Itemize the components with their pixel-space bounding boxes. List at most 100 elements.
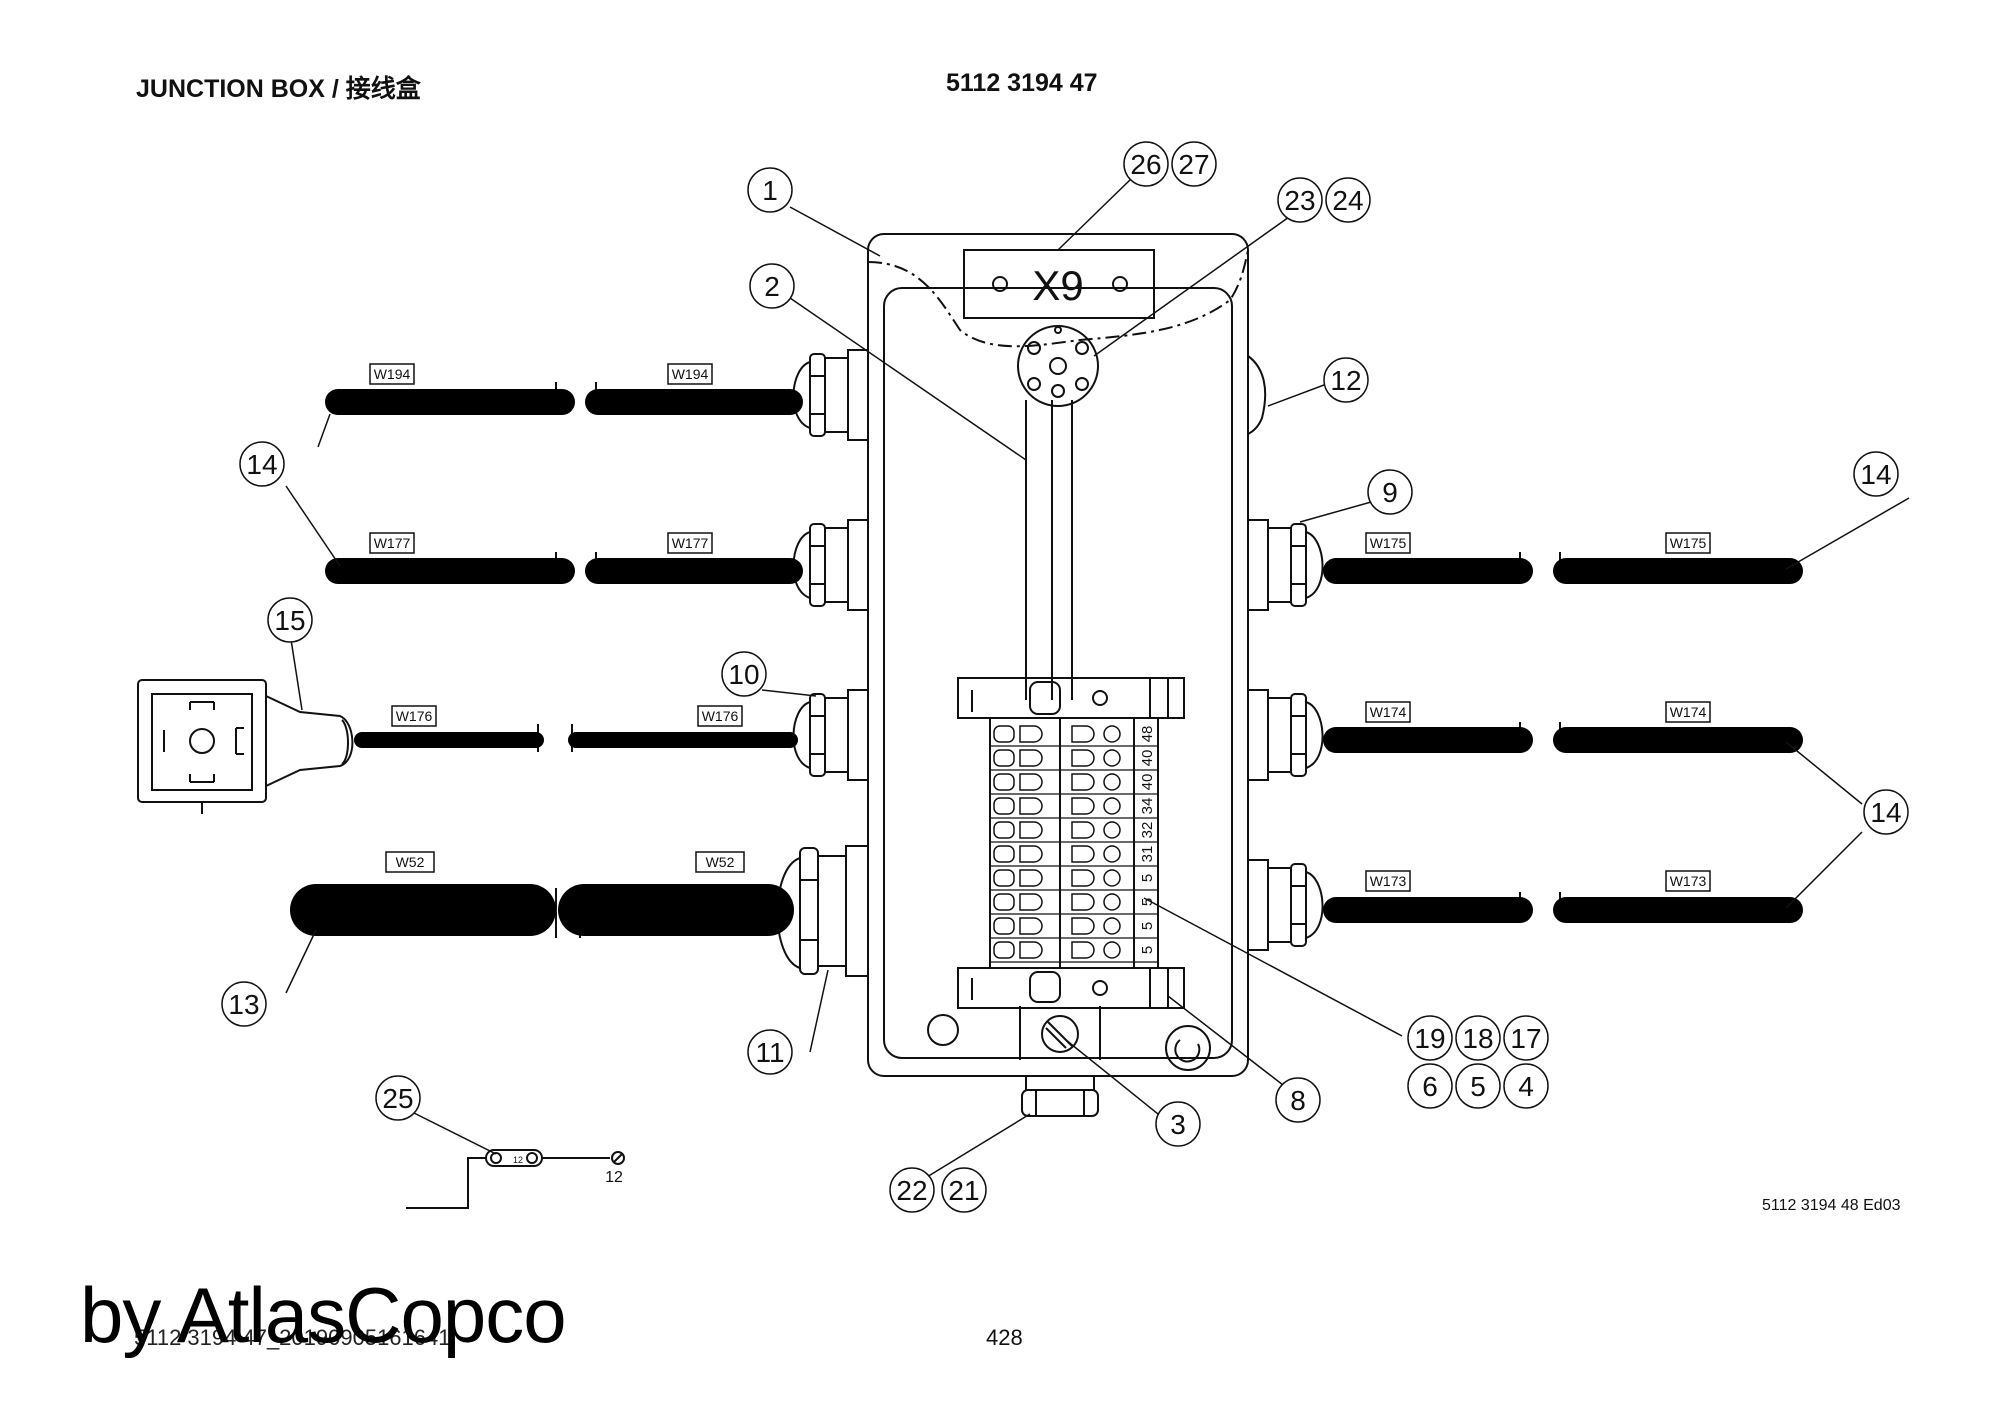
earth-link-wire	[406, 1157, 486, 1209]
callout-8: 8	[1275, 1077, 1321, 1123]
callout-15: 15	[267, 597, 313, 643]
terminal-number: 5	[1139, 898, 1156, 906]
svg-text:W174: W174	[1670, 704, 1707, 720]
svg-text:W194: W194	[672, 366, 709, 382]
tag-w175-left: W175	[1365, 532, 1411, 554]
svg-text:15: 15	[274, 605, 305, 636]
terminal-row: 48	[990, 725, 1158, 747]
left-gland-w52	[776, 845, 869, 977]
terminal-block	[989, 717, 1159, 969]
tag-w177-left: W177	[369, 532, 415, 554]
terminal-row: 31	[990, 845, 1158, 867]
terminal-row: 5	[990, 893, 1158, 915]
terminal-number: 40	[1139, 774, 1156, 791]
svg-text:14: 14	[1860, 459, 1891, 490]
terminal-row: 5	[990, 917, 1158, 939]
svg-text:3: 3	[1170, 1109, 1186, 1140]
cover-outline	[867, 249, 1249, 348]
callout-14-right-bottom: 14	[1863, 789, 1909, 835]
svg-text:4: 4	[1518, 1071, 1534, 1102]
callout-24: 24	[1325, 177, 1371, 223]
terminal-number: 5	[1139, 946, 1156, 954]
callout-4: 4	[1503, 1063, 1549, 1109]
terminal-number: 48	[1139, 726, 1156, 743]
part-number: 5112 3194 47	[946, 69, 1098, 97]
callout-6: 6	[1407, 1063, 1453, 1109]
leader-lines	[285, 177, 1910, 1181]
callout-2: 2	[749, 263, 795, 309]
tag-w177-right: W177	[667, 532, 713, 554]
mounting-hole-right	[1165, 1025, 1211, 1071]
svg-text:W175: W175	[1370, 535, 1407, 551]
terminal-number: 34	[1139, 798, 1156, 815]
svg-text:10: 10	[728, 659, 759, 690]
junction-box-outline	[867, 233, 1249, 1077]
svg-text:5: 5	[1470, 1071, 1486, 1102]
watermark: by AtlasCopco	[80, 1271, 567, 1359]
callout-25: 25	[375, 1075, 421, 1121]
valve-connector	[137, 679, 267, 803]
terminal-row: 34	[990, 797, 1158, 819]
svg-text:8: 8	[1290, 1085, 1306, 1116]
tag-w175-right: W175	[1665, 532, 1711, 554]
terminal-number: 5	[1139, 874, 1156, 882]
terminal-row: 40	[990, 749, 1158, 771]
svg-text:26: 26	[1130, 149, 1161, 180]
tag-w176-left: W176	[391, 705, 437, 727]
svg-text:W177: W177	[374, 535, 411, 551]
svg-text:18: 18	[1462, 1023, 1493, 1054]
terminal-number: 31	[1139, 846, 1156, 863]
tag-w194-right: W194	[667, 363, 713, 385]
earth-screw	[1041, 1015, 1079, 1053]
callout-23: 23	[1277, 177, 1323, 223]
callout-1: 1	[747, 167, 793, 213]
callout-12: 12	[1323, 357, 1369, 403]
callout-11: 11	[747, 1029, 793, 1075]
svg-text:24: 24	[1332, 185, 1363, 216]
tag-w173-left: W173	[1365, 870, 1411, 892]
link-label: 12	[513, 1155, 523, 1165]
svg-text:13: 13	[228, 989, 259, 1020]
callout-19: 19	[1407, 1015, 1453, 1061]
left-gland-w194	[792, 349, 869, 441]
callout-10: 10	[721, 651, 767, 697]
right-gland-w173	[1247, 859, 1324, 951]
terminal-row: 32	[990, 821, 1158, 843]
document-id: 5112 3194 47_20190905161641	[134, 1325, 451, 1350]
vent-plug	[1247, 355, 1267, 435]
left-gland-w176	[792, 689, 869, 781]
callout-9: 9	[1367, 469, 1413, 515]
callout-14-left: 14	[239, 441, 285, 487]
tag-w52-left: W52	[385, 851, 435, 873]
callout-14-right-top: 14	[1853, 451, 1899, 497]
svg-text:W194: W194	[374, 366, 411, 382]
svg-text:14: 14	[1870, 797, 1901, 828]
callout-18: 18	[1455, 1015, 1501, 1061]
svg-text:17: 17	[1510, 1023, 1541, 1054]
box-label: X9	[1032, 262, 1083, 309]
terminal-row: 5	[990, 869, 1158, 891]
svg-text:W173: W173	[1670, 873, 1707, 889]
callout-26: 26	[1123, 141, 1169, 187]
terminal-row: 40	[990, 773, 1158, 795]
bottom-cable-gland	[1021, 1089, 1099, 1117]
svg-text:W52: W52	[396, 854, 425, 870]
svg-text:27: 27	[1178, 149, 1209, 180]
svg-text:6: 6	[1422, 1071, 1438, 1102]
svg-text:W175: W175	[1670, 535, 1707, 551]
tag-w174-left: W174	[1365, 701, 1411, 723]
tag-w176-right: W176	[697, 705, 743, 727]
page-title: JUNCTION BOX / 接线盒	[136, 75, 421, 103]
callout-21: 21	[941, 1167, 987, 1213]
svg-text:22: 22	[896, 1175, 927, 1206]
svg-text:14: 14	[246, 449, 277, 480]
callout-22: 22	[889, 1167, 935, 1213]
callout-13: 13	[221, 981, 267, 1027]
svg-text:W176: W176	[396, 708, 433, 724]
svg-text:11: 11	[755, 1037, 784, 1068]
svg-text:W176: W176	[702, 708, 739, 724]
terminal-row: 5	[990, 941, 1158, 963]
svg-text:1: 1	[762, 175, 778, 206]
round-connector	[1017, 325, 1099, 407]
svg-text:25: 25	[382, 1083, 413, 1114]
